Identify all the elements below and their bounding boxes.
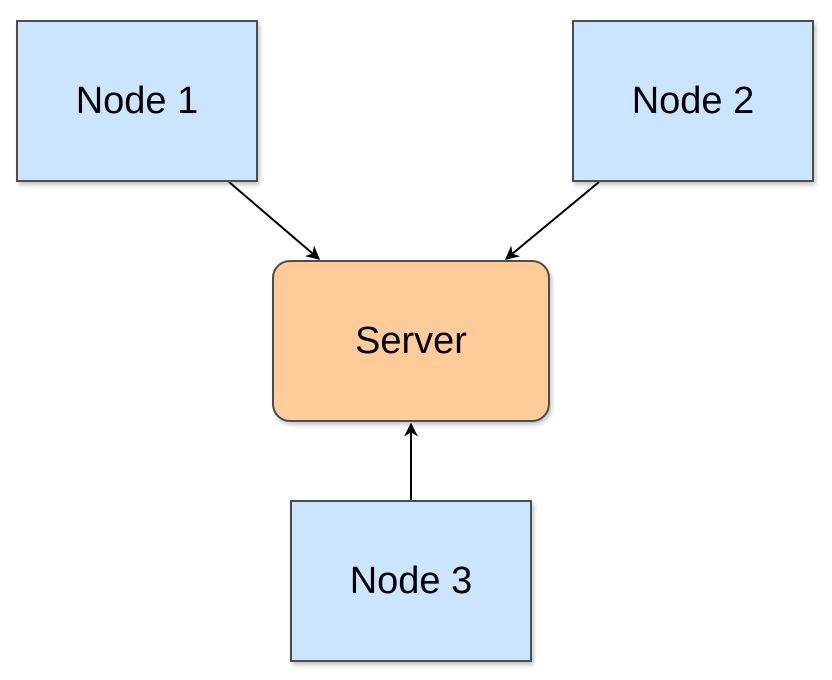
server-box[interactable]: Server xyxy=(272,260,550,422)
edge-node2-to-server xyxy=(504,181,600,260)
node-2-box[interactable]: Node 2 xyxy=(572,20,814,182)
node-1-label: Node 1 xyxy=(75,79,199,122)
node-1-box[interactable]: Node 1 xyxy=(16,20,258,182)
server-label: Server xyxy=(355,319,467,362)
node-3-box[interactable]: Node 3 xyxy=(290,500,532,662)
node-2-label: Node 2 xyxy=(631,79,755,122)
edge-node1-to-server xyxy=(228,181,321,260)
node-3-label: Node 3 xyxy=(349,559,473,602)
